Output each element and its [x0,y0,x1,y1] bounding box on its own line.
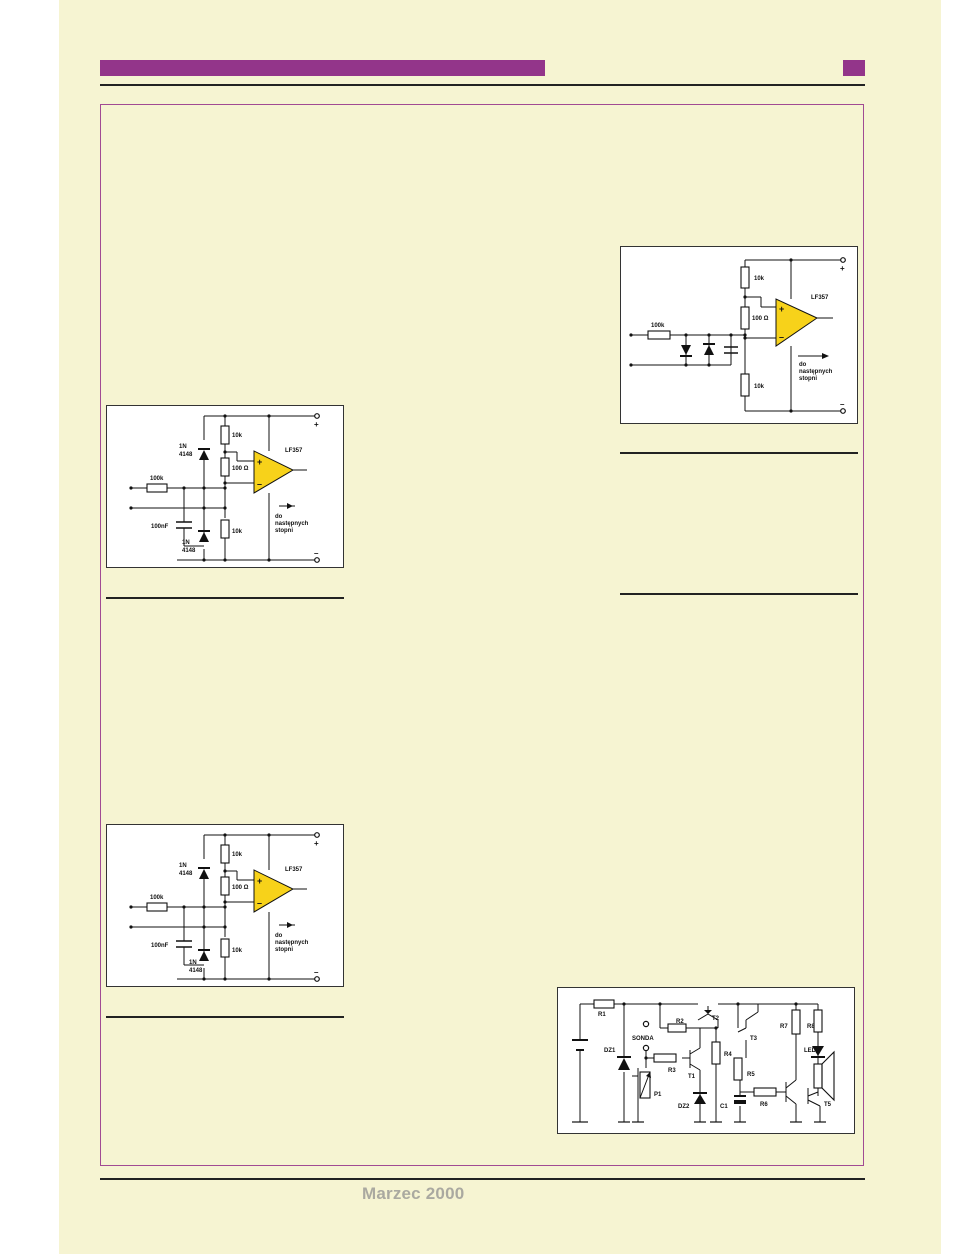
supply-plus: + [314,420,319,429]
supply-minus: – [314,549,319,558]
label-output-line1: do [275,514,283,520]
label-output-line2: następnych [275,940,309,946]
label-r2: R2 [676,1019,684,1025]
label-dz1: DZ1 [604,1048,616,1054]
label-output-line3: stopni [275,528,293,534]
header-rule [100,84,865,86]
footer-rule [100,1178,865,1180]
opamp-minus-input: – [257,898,262,908]
label-resistor-top: 10k [232,433,243,439]
label-resistor-mid: 100 Ω [232,885,249,891]
label-capacitor: 100nF [151,524,169,530]
label-resistor-bottom: 10k [754,384,765,390]
label-resistor-mid: 100 Ω [232,466,249,472]
label-resistor-top: 10k [754,276,765,282]
opamp-plus-input: + [257,876,262,886]
schematic-probe-circuit: R1 R2 R3 R4 R5 R6 R7 R8 T1 T2 T3 T5 DZ1 … [557,987,855,1134]
label-capacitor: 100nF [151,943,169,949]
label-resistor-mid: 100 Ω [752,316,769,322]
label-r7: R7 [780,1024,788,1030]
label-diode-top: 1N [179,863,187,869]
label-diode-top-type: 4148 [179,452,193,458]
label-p1: P1 [654,1092,662,1098]
label-diode-top-type: 4148 [179,871,193,877]
label-t5: T5 [824,1102,832,1108]
label-c1: C1 [720,1104,728,1110]
caption-rule [620,593,858,595]
label-r8: R8 [807,1024,815,1030]
label-r6: R6 [760,1102,768,1108]
label-output-line3: stopni [799,376,817,382]
label-resistor-bottom: 10k [232,948,243,954]
opamp-plus-input: + [779,304,784,314]
label-output-line2: następnych [799,369,833,375]
caption-rule [620,452,858,454]
schematic-opamp-stage-2: 100k 10k 100 Ω 10k LF357 1N 4148 1N 4148… [106,824,344,987]
opamp-minus-input: – [779,332,784,342]
label-r3: R3 [668,1068,676,1074]
label-t3: T3 [750,1036,758,1042]
label-diode-top: 1N [179,444,187,450]
opamp-minus-input: – [257,479,262,489]
label-diode-bottom: 1N [189,960,197,966]
label-led: LED [804,1048,817,1054]
supply-plus: + [840,264,845,273]
schematic-opamp-stage-1: 100k 10k 100 Ω 10k LF357 1N 4148 1N 4148… [106,405,344,568]
label-diode-bottom-type: 4148 [182,548,196,554]
header-page-marker [843,60,865,76]
caption-rule [106,1016,344,1018]
label-resistor-bottom: 10k [232,529,243,535]
label-output-line2: następnych [275,521,309,527]
label-t2: T2 [712,1016,720,1022]
label-output-line1: do [275,933,283,939]
label-r5: R5 [747,1072,755,1078]
issue-date: Marzec 2000 [362,1184,465,1203]
label-opamp: LF357 [811,295,829,301]
label-input-resistor: 100k [150,895,164,901]
label-output-line1: do [799,362,807,368]
supply-minus: – [840,400,845,409]
article-frame [100,104,864,1166]
label-diode-bottom-type: 4148 [189,968,203,974]
label-opamp: LF357 [285,448,303,454]
supply-plus: + [314,839,319,848]
label-r4: R4 [724,1052,732,1058]
label-resistor-top: 10k [232,852,243,858]
header-color-bar [100,60,545,76]
label-diode-bottom: 1N [182,540,190,546]
label-opamp: LF357 [285,867,303,873]
label-dz2: DZ2 [678,1104,690,1110]
label-input-resistor: 100k [651,323,665,329]
label-output-line3: stopni [275,947,293,953]
label-input-resistor: 100k [150,476,164,482]
caption-rule [106,597,344,599]
label-r1: R1 [598,1012,606,1018]
supply-minus: – [314,968,319,977]
schematic-opamp-stage-3: 100k 10k 100 Ω 10k LF357 + – + – do nast… [620,246,858,424]
label-sonda: SONDA [632,1036,654,1042]
opamp-plus-input: + [257,457,262,467]
label-t1: T1 [688,1074,696,1080]
